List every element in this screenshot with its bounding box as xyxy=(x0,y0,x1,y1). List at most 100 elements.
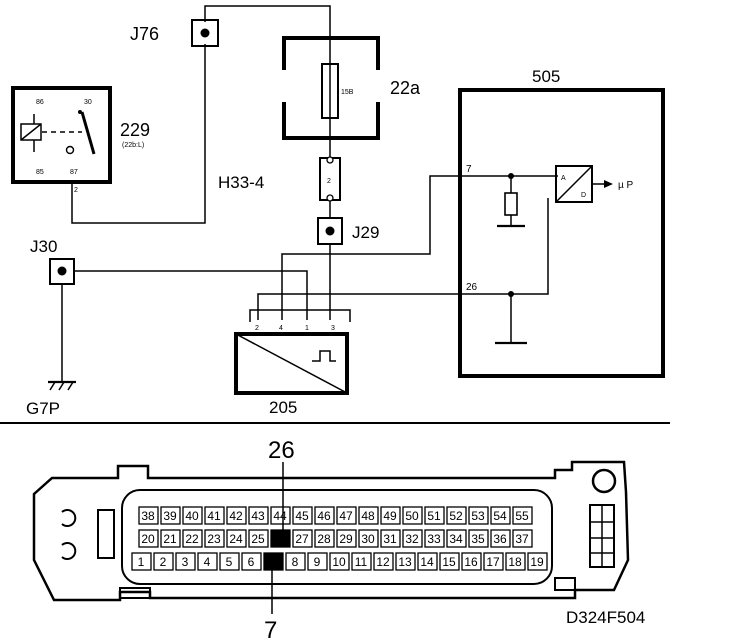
connector-pin: 28 xyxy=(314,529,335,548)
connector-pin-number: 14 xyxy=(420,555,434,569)
connector-pin: 46 xyxy=(314,506,335,525)
connector-pin: 38 xyxy=(138,506,159,525)
connector-h33-4: 2 H33-4 xyxy=(218,156,341,202)
ecu-label: 505 xyxy=(532,67,560,86)
connector-pin: 49 xyxy=(380,506,401,525)
relay-sublabel: (22b:L) xyxy=(122,142,144,149)
connector-pin: 40 xyxy=(182,506,203,525)
fuse-value: 15B xyxy=(341,89,354,96)
connector-pin-number: 49 xyxy=(383,509,397,523)
pulse-symbol xyxy=(312,350,336,362)
left-clip-top xyxy=(61,509,77,527)
connector-pin: 35 xyxy=(468,529,489,548)
signal-arrow xyxy=(604,180,613,188)
connector-inner-frame xyxy=(121,489,553,585)
connector-pin xyxy=(270,529,291,548)
connector-pin-number: 38 xyxy=(141,509,155,523)
connector-pin-number: 46 xyxy=(317,509,331,523)
svg-text:1: 1 xyxy=(305,325,309,332)
connector-pin-number: 13 xyxy=(398,555,412,569)
connector-pin: 1 xyxy=(131,552,152,571)
connector-pin: 27 xyxy=(292,529,313,548)
connector-pin: 34 xyxy=(446,529,467,548)
connector-pin: 52 xyxy=(446,506,467,525)
ground-label: G7P xyxy=(26,399,60,418)
connector-pin: 2 xyxy=(153,552,174,571)
connector-pin-number: 32 xyxy=(405,532,419,546)
connector-pin: 25 xyxy=(248,529,269,548)
connector-pin: 10 xyxy=(329,552,350,571)
connector-pin-number: 5 xyxy=(226,555,233,569)
sensor-label: 205 xyxy=(269,398,297,417)
figure-id: D324F504 xyxy=(566,608,645,627)
connector-pin-number: 50 xyxy=(405,509,419,523)
connector-pin-number: 45 xyxy=(295,509,309,523)
connector-pin: 23 xyxy=(204,529,225,548)
connector-pin: 12 xyxy=(373,552,394,571)
connector-pin-number: 37 xyxy=(515,532,529,546)
connector-pin: 47 xyxy=(336,506,357,525)
svg-text:2: 2 xyxy=(327,178,331,185)
connector-pin-number: 9 xyxy=(314,555,321,569)
connector-pin: 19 xyxy=(527,552,548,571)
relay-coil xyxy=(20,123,42,141)
svg-text:4: 4 xyxy=(279,325,283,332)
wire-pin26 xyxy=(257,198,549,320)
connector-pin-number: 11 xyxy=(355,555,368,569)
connector-pin: 13 xyxy=(395,552,416,571)
relay-contact-87 xyxy=(65,145,75,155)
connector-pin-number: 25 xyxy=(251,532,265,546)
connector-pin: 36 xyxy=(490,529,511,548)
connector-pin: 11 xyxy=(351,552,372,571)
j29-splice: J29 xyxy=(317,217,379,245)
connector-pin: 29 xyxy=(336,529,357,548)
connector-pin-number: 17 xyxy=(486,555,500,569)
connector-pin-number: 53 xyxy=(471,509,485,523)
connector-pin: 22 xyxy=(182,529,203,548)
connector-pin-number: 12 xyxy=(376,555,390,569)
relay-label: 229 xyxy=(120,120,150,140)
svg-text:D: D xyxy=(581,192,586,199)
h33-label: H33-4 xyxy=(218,173,264,192)
connector-pin: 39 xyxy=(160,506,181,525)
connector-pin-number: 3 xyxy=(182,555,189,569)
svg-text:87: 87 xyxy=(70,169,78,176)
connector-pin-number: 43 xyxy=(251,509,265,523)
connector-pin: 24 xyxy=(226,529,247,548)
j30-label: J30 xyxy=(30,237,57,256)
j30-splice: J30 xyxy=(30,237,75,285)
wire-pin7 xyxy=(281,175,558,320)
connector-pin-number: 35 xyxy=(471,532,485,546)
ecu-resistor xyxy=(504,192,518,216)
connector-pin-number: 40 xyxy=(185,509,199,523)
relay-229: 86 30 85 87 2 229 (22b:L) xyxy=(11,86,150,194)
svg-text:26: 26 xyxy=(466,282,478,293)
connector-pin xyxy=(263,552,284,571)
connector-pin-number: 51 xyxy=(427,509,441,523)
connector-pin-number: 6 xyxy=(248,555,255,569)
connector-pin-number: 47 xyxy=(339,509,353,523)
connector-pin: 3 xyxy=(175,552,196,571)
connector-pin: 55 xyxy=(512,506,533,525)
connector-pin-number: 54 xyxy=(493,509,507,523)
connector-pin-number: 20 xyxy=(141,532,155,546)
connector-pin: 45 xyxy=(292,506,313,525)
left-clip-bottom xyxy=(61,542,77,560)
connector-pin: 32 xyxy=(402,529,423,548)
connector-pin: 16 xyxy=(461,552,482,571)
svg-text:2: 2 xyxy=(74,187,78,194)
connector-pin-number: 48 xyxy=(361,509,375,523)
connector-pin: 4 xyxy=(197,552,218,571)
connector-pin-number: 31 xyxy=(383,532,397,546)
connector-pin: 18 xyxy=(505,552,526,571)
wire-j76-relay xyxy=(71,44,206,224)
connector-pin-number: 19 xyxy=(530,555,544,569)
j76-label: J76 xyxy=(130,24,159,44)
fuse-box-22a: 15B 22a xyxy=(282,36,421,140)
connector-pin-number: 23 xyxy=(207,532,221,546)
connector-pin: 14 xyxy=(417,552,438,571)
connector-pin-number: 1 xyxy=(138,555,145,569)
connector-pin-number: 33 xyxy=(427,532,441,546)
